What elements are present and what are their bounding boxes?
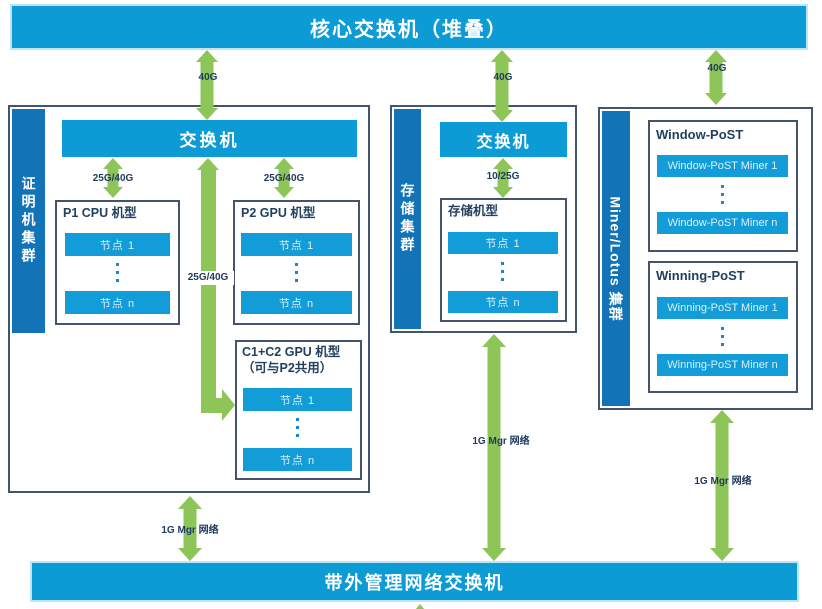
window-post-title: Window-PoST [656, 127, 744, 142]
core-switch-bar: 核心交换机（堆叠） [10, 4, 808, 50]
p2-node-last: 节点 n [241, 291, 352, 314]
arrow-switch-to-storage-machine [493, 158, 513, 198]
link-label-mgr-miner: 1G Mgr 网络 [694, 476, 752, 487]
storage-node-last: 节点 n [448, 291, 558, 313]
arrow-up-icon [493, 158, 513, 169]
link-label-switch-c1c2: 25G/40G [182, 271, 234, 285]
arrow-proving-to-oob [178, 496, 202, 561]
arrow-up-icon [196, 50, 218, 62]
p1-cpu-title: P1 CPU 机型 [63, 206, 137, 220]
link-label-switch-p2: 25G/40G [263, 173, 305, 184]
arrow-down-icon [705, 93, 727, 105]
link-label-mgr-storage: 1G Mgr 网络 [472, 436, 530, 447]
storage-machine-title: 存储机型 [448, 204, 499, 218]
ellipsis-dots [295, 263, 298, 282]
p1-node-first: 节点 1 [65, 233, 170, 256]
link-label-core-miner: 40G [707, 63, 727, 74]
oob-management-switch-bar: 带外管理网络交换机 [30, 561, 799, 602]
arrow-storage-to-oob [482, 334, 506, 561]
window-post-miner-first: Window-PoST Miner 1 [657, 155, 788, 177]
oob-management-switch-label: 带外管理网络交换机 [324, 572, 505, 593]
c1c2-gpu-title: C1+C2 GPU 机型 （可与P2共用） [242, 345, 340, 376]
p2-node-first: 节点 1 [241, 233, 352, 256]
winning-post-miner-last: Winning-PoST Miner n [657, 354, 788, 376]
arrow-core-to-miner [705, 50, 727, 105]
arrow-up-icon [274, 158, 294, 169]
storage-switch-bar: 交换机 [440, 122, 567, 157]
ellipsis-dots [721, 327, 724, 346]
link-label-mgr-proving: 1G Mgr 网络 [161, 525, 219, 536]
arrow-switch-to-p2 [274, 158, 294, 198]
clipped-arrowhead-icon [410, 604, 430, 609]
proving-switch-label: 交换机 [179, 131, 240, 150]
arrow-up-icon [178, 496, 202, 509]
link-label-core-storage: 40G [493, 72, 513, 83]
ellipsis-dots [721, 185, 724, 204]
arrow-up-icon [491, 50, 513, 62]
core-switch-label: 核心交换机（堆叠） [310, 18, 508, 41]
window-post-miner-last: Window-PoST Miner n [657, 212, 788, 234]
link-label-switch-p1: 25G/40G [92, 173, 134, 184]
arrow-switch-to-p1 [103, 158, 123, 198]
arrow-down-icon [103, 187, 123, 198]
link-label-storage-machine: 10/25G [486, 171, 520, 182]
storage-cluster-strip: 存储集群 [394, 109, 421, 329]
storage-switch-label: 交换机 [476, 133, 531, 151]
arrow-core-to-storage [491, 50, 513, 122]
link-label-core-proving: 40G [198, 72, 218, 83]
winning-post-miner-first: Winning-PoST Miner 1 [657, 297, 788, 319]
storage-cluster-label: 存储集群 [399, 183, 416, 255]
arrow-down-icon [482, 548, 506, 561]
arrow-up-icon [482, 334, 506, 347]
ellipsis-dots [116, 263, 119, 282]
miner-lotus-cluster-strip: Miner/Lotus 集群 [602, 111, 630, 406]
c1c2-title-line2: （可与P2共用） [242, 360, 333, 375]
ellipsis-dots [296, 418, 299, 437]
storage-node-first: 节点 1 [448, 232, 558, 254]
arrow-up-icon [103, 158, 123, 169]
ellipsis-dots [501, 262, 504, 281]
arrow-down-icon [710, 548, 734, 561]
arrow-down-icon [491, 110, 513, 122]
c1c2-node-last: 节点 n [243, 448, 352, 471]
arrow-miner-to-oob [710, 410, 734, 561]
proving-cluster-strip: 证明机集群 [12, 109, 45, 333]
p1-node-last: 节点 n [65, 291, 170, 314]
proving-cluster-label: 证明机集群 [20, 176, 37, 266]
arrow-up-icon [197, 158, 219, 170]
arrow-down-icon [493, 187, 513, 198]
arrow-up-icon [710, 410, 734, 423]
c1c2-title-line1: C1+C2 GPU 机型 [242, 345, 341, 359]
winning-post-title: Winning-PoST [656, 268, 745, 283]
miner-lotus-cluster-label: Miner/Lotus 集群 [608, 195, 625, 322]
p2-gpu-title: P2 GPU 机型 [241, 206, 316, 220]
arrow-down-icon [196, 108, 218, 120]
arrow-down-icon [274, 187, 294, 198]
c1c2-node-first: 节点 1 [243, 388, 352, 411]
arrow-switch-to-c1c2 [194, 158, 240, 424]
arrow-down-icon [178, 548, 202, 561]
arrow-up-icon [705, 50, 727, 62]
proving-switch-bar: 交换机 [62, 120, 357, 157]
arrow-right-icon [222, 389, 235, 421]
arrow-core-to-proving [196, 50, 218, 120]
